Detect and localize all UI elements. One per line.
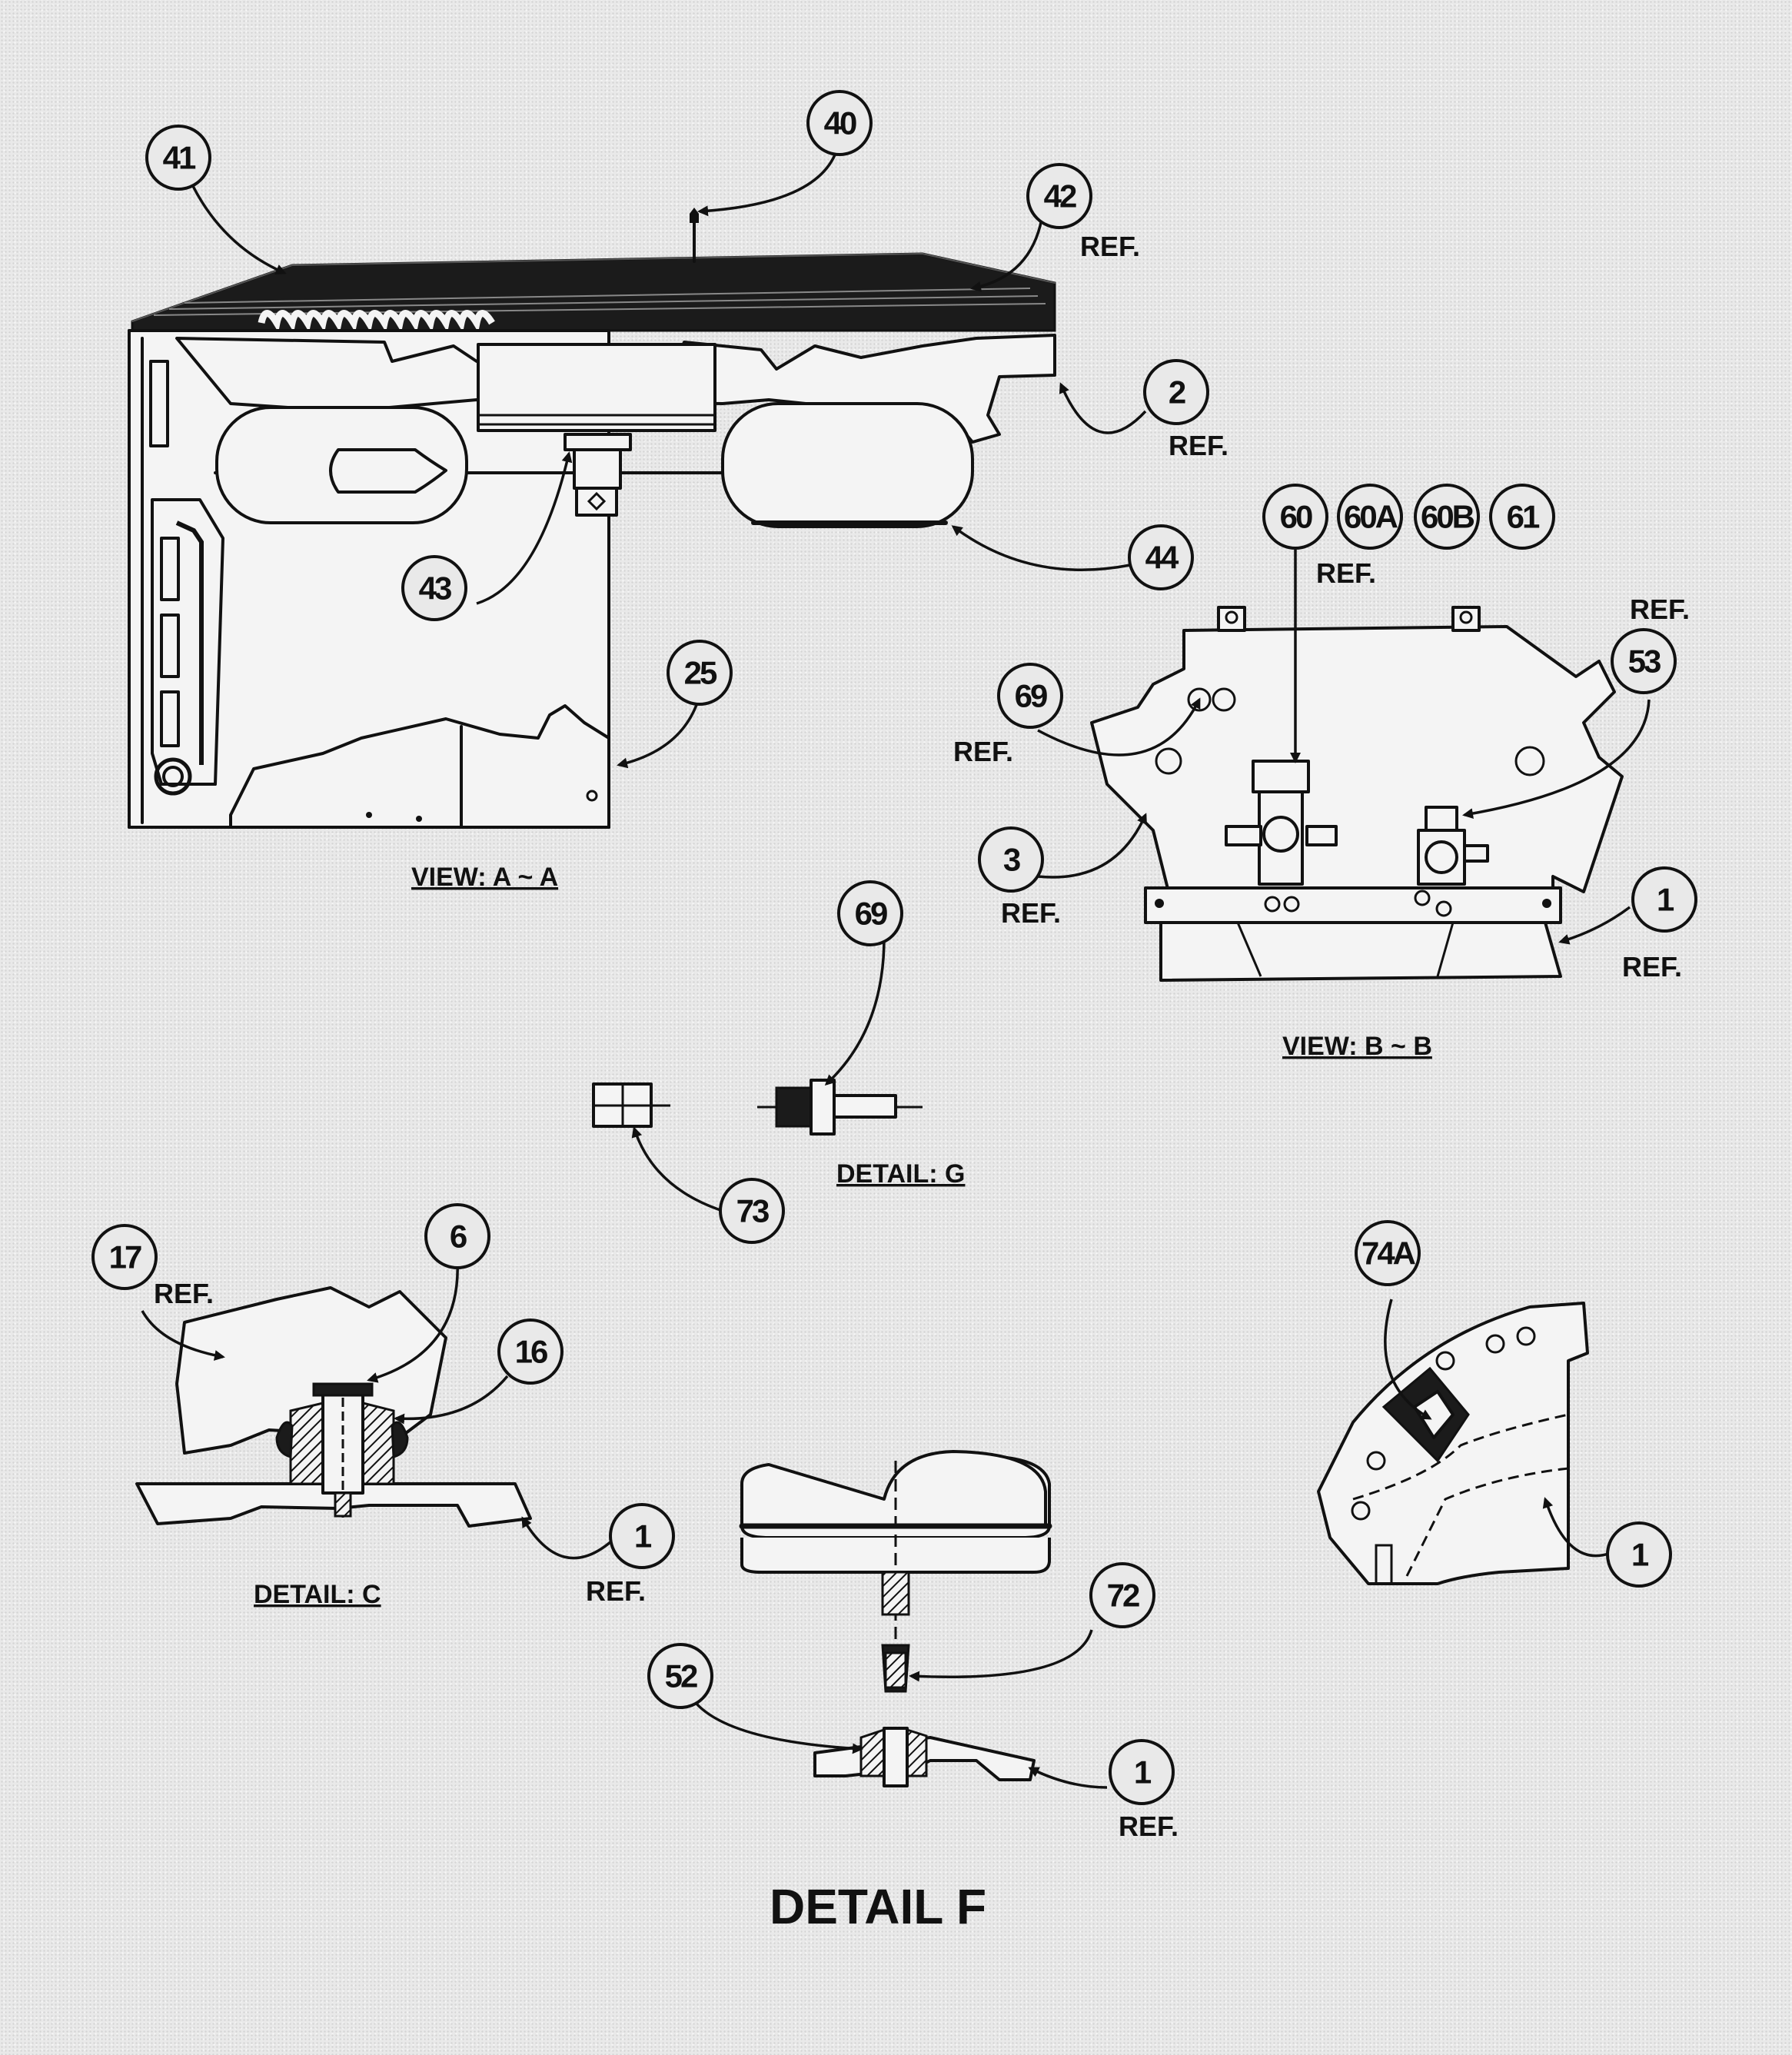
callout-2: 2 [1143,359,1209,425]
svg-text:3: 3 [1003,842,1020,878]
svg-text:17: 17 [109,1239,141,1275]
callout-25: 25 [667,640,733,706]
leader-lines [141,145,1651,1789]
caption-view-bb: VIEW: B ~ B [1282,1032,1432,1061]
ref-label-1-view-bb: REF. [1622,951,1682,983]
callout-42: 42 [1026,163,1092,229]
svg-text:69: 69 [855,896,887,932]
callout-60b: 60B [1414,484,1480,550]
ref-label-42: REF. [1080,231,1140,262]
ref-label-3: REF. [1001,897,1061,929]
ref-label-1-detail-f: REF. [1119,1811,1179,1842]
callout-52: 52 [647,1643,713,1709]
ref-label-69: REF. [953,736,1013,767]
svg-text:74A: 74A [1361,1235,1416,1272]
svg-text:60A: 60A [1344,499,1398,535]
part-74a-drawing [1317,1302,1589,1585]
svg-text:1: 1 [1631,1537,1649,1573]
svg-text:44: 44 [1145,540,1179,576]
svg-text:72: 72 [1107,1578,1139,1614]
svg-text:2: 2 [1169,374,1185,411]
svg-text:53: 53 [1628,643,1661,680]
callout-44: 44 [1128,524,1194,590]
svg-text:60B: 60B [1421,499,1474,535]
callout-40: 40 [806,90,873,156]
svg-text:73: 73 [736,1193,769,1229]
svg-text:41: 41 [163,140,196,176]
svg-text:69: 69 [1015,678,1047,714]
svg-text:61: 61 [1507,499,1540,535]
ref-label-17: REF. [154,1278,214,1309]
callout-53: 53 [1611,628,1677,694]
callout-16: 16 [497,1318,564,1385]
callout-1-view-bb: 1 [1631,866,1697,933]
caption-detail-g: DETAIL: G [836,1159,965,1189]
svg-text:16: 16 [515,1334,547,1370]
svg-text:52: 52 [665,1658,697,1694]
callout-69-view-bb: 69 [997,663,1063,729]
callout-73: 73 [719,1178,785,1244]
caption-detail-c: DETAIL: C [254,1580,381,1609]
callout-74a: 74A [1355,1220,1421,1286]
callout-43: 43 [401,555,467,621]
detail-g-drawing [592,1079,923,1136]
svg-text:40: 40 [824,105,856,141]
svg-text:1: 1 [634,1518,652,1555]
detail-c-drawing [135,1286,532,1528]
svg-text:1: 1 [1657,882,1674,918]
detail-f-drawing [739,1450,1052,1787]
ref-label-1-detail-c: REF. [586,1575,646,1607]
ref-label-2: REF. [1169,430,1228,461]
caption-detail-f: DETAIL F [770,1879,986,1934]
callout-1-part-74a: 1 [1606,1521,1672,1588]
callout-69-detail-g: 69 [837,880,903,946]
svg-text:25: 25 [684,655,717,691]
svg-text:1: 1 [1134,1754,1152,1791]
svg-text:60: 60 [1280,499,1312,535]
callout-41: 41 [145,125,211,191]
callout-1-detail-f: 1 [1109,1739,1175,1805]
svg-text:42: 42 [1044,178,1076,214]
callout-3: 3 [978,826,1044,893]
callout-17: 17 [91,1224,158,1290]
callout-6: 6 [424,1203,490,1269]
callout-60a: 60A [1337,484,1403,550]
caption-view-aa: VIEW: A ~ A [411,863,558,892]
view-bb-drawing [1090,606,1624,982]
callout-61: 61 [1489,484,1555,550]
ref-label-53: REF. [1630,594,1690,625]
view-aa-drawing [128,208,1056,829]
callout-60: 60 [1262,484,1328,550]
ref-label-60: REF. [1316,557,1376,589]
callout-1-detail-c: 1 [609,1503,675,1569]
callout-72: 72 [1089,1562,1155,1628]
svg-text:43: 43 [419,570,451,607]
svg-text:6: 6 [450,1219,467,1255]
